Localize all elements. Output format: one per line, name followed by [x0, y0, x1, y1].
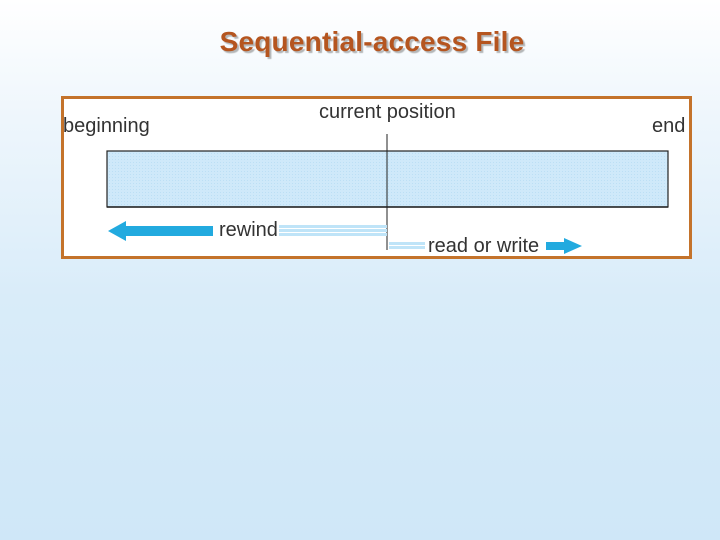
current-position-label: current position	[319, 101, 456, 123]
diagram-graphics	[106, 134, 669, 254]
rewind-arrow	[108, 221, 387, 241]
rewind-label: rewind	[219, 219, 278, 241]
end-label: end	[652, 115, 686, 137]
read-or-write-label: read or write	[428, 235, 540, 257]
read-write-arrow	[389, 238, 582, 254]
slide-title: Sequential-access File	[219, 26, 525, 57]
diagram-frame: beginning current position end rewind re…	[61, 96, 692, 259]
beginning-label: beginning	[63, 115, 150, 137]
